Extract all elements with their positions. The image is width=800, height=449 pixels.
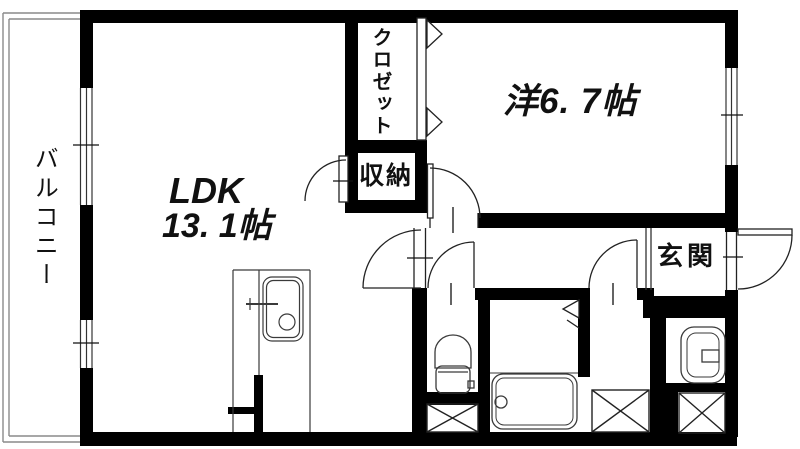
entrance-step-line [645, 228, 652, 290]
toilet-icon [434, 334, 475, 394]
storage-door-icon [304, 155, 349, 203]
bedroom-door-icon [426, 163, 481, 228]
entrance-label: 玄関 [657, 241, 718, 271]
opening-ticks [73, 114, 743, 344]
bath-folding-door-icon [561, 298, 580, 329]
toilet-door-icon [427, 241, 475, 289]
entry-swing-door-icon [725, 228, 793, 290]
washing-machine-pan-icon [426, 389, 726, 434]
window-icon [79, 68, 739, 368]
doors [304, 17, 793, 329]
western-room-label: 洋6. 7帖 [503, 82, 638, 121]
washroom-door-icon [588, 239, 638, 289]
walls [80, 10, 738, 446]
bathtub-icon [490, 372, 578, 430]
balcony-label: バルコニー [30, 146, 58, 291]
bifold-closet-door-icon [416, 17, 443, 141]
storage-label: 収納 [359, 162, 414, 190]
ldk-size-label: 13. 1帖 [162, 207, 272, 245]
kitchen-sink-icon [246, 276, 304, 342]
washbasin-icon [680, 326, 726, 384]
balcony-outline [2, 12, 80, 443]
ldk-label: LDK [169, 170, 243, 211]
kitchen-counter [232, 269, 311, 432]
closet-label: クロゼット [369, 27, 391, 137]
